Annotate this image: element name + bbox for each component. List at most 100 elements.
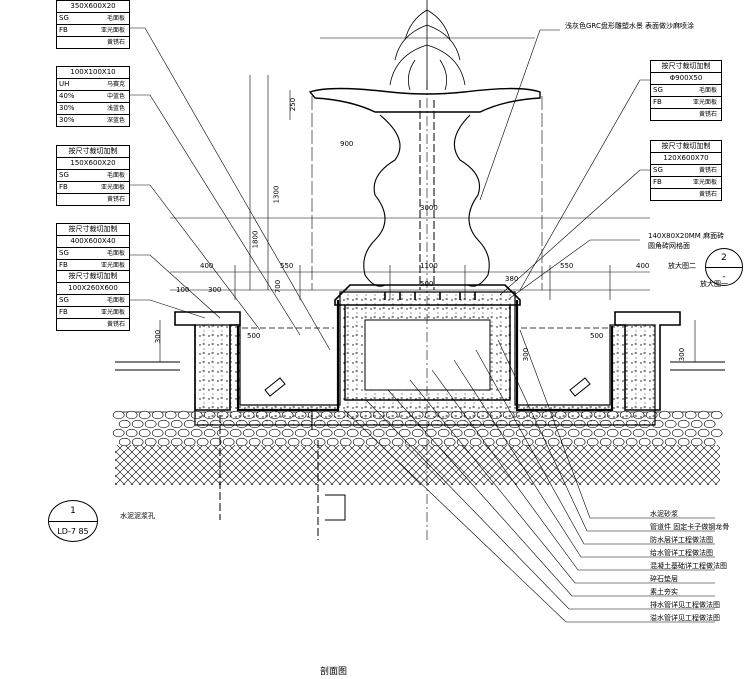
table-row: SG 毛面板 [651, 84, 721, 96]
callout-leaders [343, 329, 715, 623]
table-code: SG [59, 296, 69, 304]
dim-550b: 550 [560, 262, 574, 270]
callout-label: 素土夯实 [650, 588, 678, 596]
gravel-stone [703, 437, 716, 447]
gravel-stone [170, 437, 183, 447]
callout-leader [497, 339, 715, 532]
section-bubble: 2- [705, 248, 743, 286]
gravel-stone [144, 437, 157, 447]
dim-3000: 3000 [420, 204, 438, 212]
gravel-stone [450, 428, 463, 438]
table-value: 亚光面板 [692, 179, 717, 186]
gravel-stone [606, 428, 619, 438]
table-value: 黄锈石 [106, 321, 125, 328]
gravel-stone [638, 437, 651, 447]
gravel-stone [430, 437, 443, 447]
gravel-stone [437, 428, 450, 438]
nozzle-row [384, 292, 476, 300]
table-code: SG [59, 14, 69, 22]
gravel-stone [177, 410, 190, 420]
detail-label-2: 放大图二 [668, 262, 696, 270]
dim-900: 900 [340, 140, 354, 148]
callout-label: 排水管详见工程做法图 [650, 601, 720, 609]
detail-label-1: 放大图一 [700, 280, 728, 288]
gravel-stone [658, 428, 671, 438]
gravel-stone [300, 437, 313, 447]
central-wall [344, 305, 511, 401]
table-row: 黄锈石 [57, 36, 129, 48]
table-code: SG [59, 249, 69, 257]
gravel-stone [703, 419, 716, 429]
gravel-stone [677, 437, 690, 447]
gravel-stone [593, 428, 606, 438]
leaf-sculpture [389, 0, 466, 91]
table-row: 按尺寸裁切加制 [661, 142, 711, 150]
gravel-stone [619, 428, 632, 438]
table-value: 黄锈石 [698, 167, 717, 174]
soil-hatch [115, 445, 720, 485]
gravel-stone [177, 428, 190, 438]
gravel-stone [391, 437, 404, 447]
gravel-stone [671, 410, 684, 420]
table-value: 亚光面板 [692, 99, 717, 106]
right-outer-wall [614, 311, 681, 411]
gravel-stone [157, 419, 170, 429]
swirl-legs [363, 114, 490, 287]
table-row: 350X600X20 [70, 2, 116, 10]
table-row: 40%中蓝色 [57, 90, 129, 102]
gravel-stone [183, 437, 196, 447]
gravel-stone [320, 428, 333, 438]
dim-100: 100 [176, 286, 190, 294]
dim-500c: 500 [590, 332, 604, 340]
table-value: 黄锈石 [698, 111, 717, 118]
center-column [419, 100, 435, 290]
table-value: 毛面板 [698, 87, 717, 94]
gravel-stone [476, 428, 489, 438]
gravel-stone [365, 437, 378, 447]
gravel-stone [170, 419, 183, 429]
gravel-stone [248, 437, 261, 447]
gravel-stone [378, 437, 391, 447]
table-code: SG [653, 86, 663, 94]
gravel-stone [671, 428, 684, 438]
leader-lines [128, 27, 650, 351]
gravel-stone [112, 410, 125, 420]
gravel-stone [515, 428, 528, 438]
left-basin [236, 300, 340, 412]
gravel-stone [580, 428, 593, 438]
gravel-stone [495, 437, 508, 447]
drawing-title: 剖面图 [320, 667, 348, 677]
gravel-stone [463, 428, 476, 438]
callout-label: 水泥砂浆 [650, 510, 678, 518]
gravel-stone [216, 428, 229, 438]
gravel-stone [313, 437, 326, 447]
table-row: 30%深蓝色 [57, 114, 129, 126]
table-value: 亚光面板 [100, 184, 125, 191]
table-code: FB [59, 308, 68, 316]
gravel-stone [203, 428, 216, 438]
gravel-stone [242, 428, 255, 438]
callout-label: 管道件 固定卡子做钢龙骨 [650, 523, 730, 531]
table-value: 浅蓝色 [106, 105, 125, 112]
table-code: 30% [59, 104, 75, 112]
gravel-stone [274, 437, 287, 447]
table-row: 黄锈石 [651, 188, 721, 200]
gravel-stone [547, 437, 560, 447]
gravel-stone [664, 419, 677, 429]
gravel-stone [521, 437, 534, 447]
callout-leader [387, 389, 715, 597]
gravel-stone [151, 428, 164, 438]
callout-leader [409, 379, 715, 584]
table-row: 按尺寸裁切加制 [661, 62, 711, 70]
gravel-stone [183, 419, 196, 429]
